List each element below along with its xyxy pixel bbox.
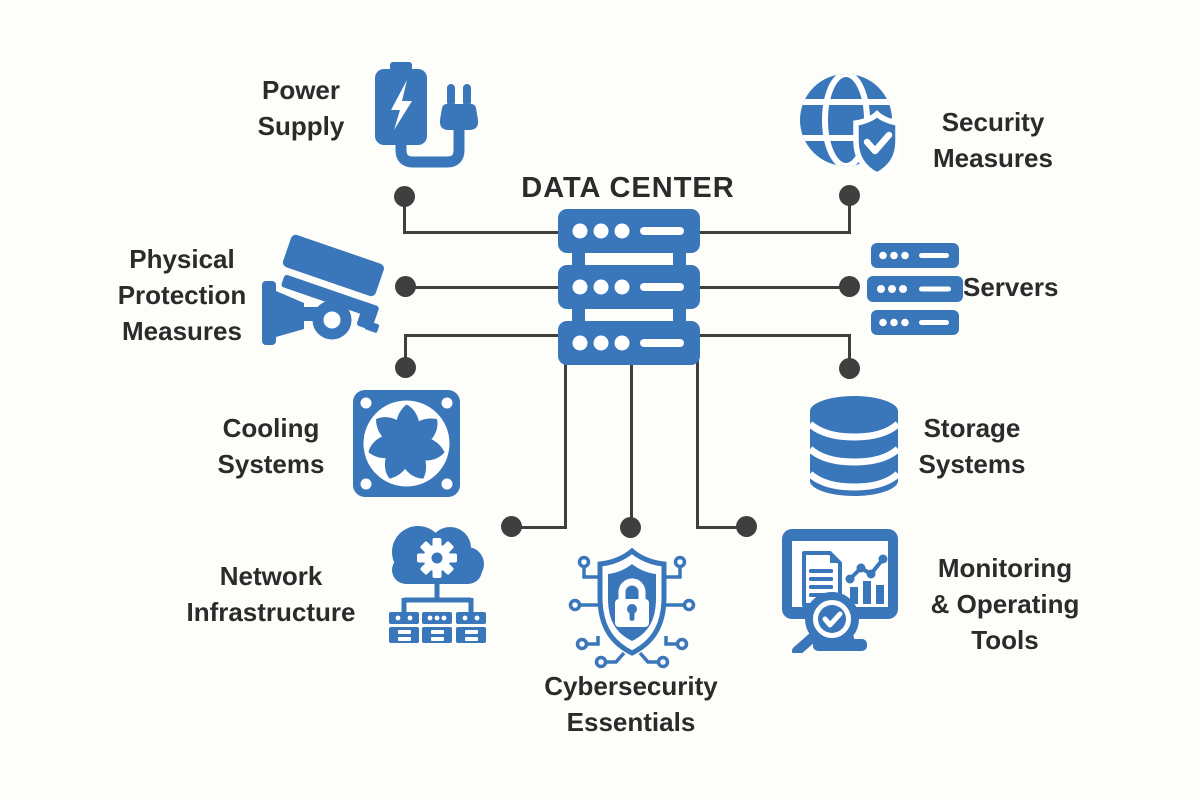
globe-shield-icon	[800, 74, 901, 178]
connector-line	[696, 526, 749, 529]
label-physical-protection: Physical Protection Measures	[82, 241, 282, 349]
label-line: Cybersecurity	[544, 671, 718, 701]
connector-line	[848, 200, 851, 234]
label-power-supply: Power Supply	[211, 72, 391, 144]
connector-dot	[839, 358, 860, 379]
connector-line	[405, 286, 561, 289]
label-line: Infrastructure	[186, 597, 356, 627]
shield-lock-icon	[568, 547, 696, 669]
connector-line	[848, 334, 851, 369]
label-line: Security	[941, 107, 1045, 137]
label-line: Protection	[117, 280, 247, 310]
label-line: Storage	[923, 413, 1021, 443]
connector-line	[404, 334, 561, 337]
diagram-title: DATA CENTER	[521, 172, 735, 204]
label-line: Systems	[918, 449, 1026, 479]
label-line: Network	[219, 561, 323, 591]
label-cybersecurity-essentials: Cybersecurity Essentials	[501, 668, 761, 740]
label-network-infrastructure: Network Infrastructure	[151, 558, 391, 630]
label-line: Power	[261, 75, 341, 105]
connector-line	[699, 286, 852, 289]
label-monitoring-tools: Monitoring & Operating Tools	[895, 550, 1115, 658]
connector-line	[696, 360, 699, 528]
connector-line	[699, 334, 851, 337]
connector-line	[564, 360, 567, 528]
connector-line	[511, 526, 567, 529]
label-cooling-systems: Cooling Systems	[181, 410, 361, 482]
connector-dot	[620, 517, 641, 538]
connector-line	[403, 231, 561, 234]
battery-plug-icon	[375, 62, 479, 168]
label-line: Measures	[122, 316, 242, 346]
label-line: Essentials	[566, 707, 696, 737]
label-line: Monitoring	[937, 553, 1073, 583]
monitor-analytics-icon	[782, 529, 898, 653]
label-line: Measures	[933, 143, 1053, 173]
connector-dot	[736, 516, 757, 537]
connector-dot	[839, 185, 860, 206]
connector-line	[404, 334, 407, 368]
database-icon	[810, 396, 898, 496]
label-line: Physical	[129, 244, 235, 274]
label-storage-systems: Storage Systems	[882, 410, 1062, 482]
cctv-camera-icon	[262, 234, 384, 345]
label-security-measures: Security Measures	[903, 104, 1083, 176]
server-rack-icon	[558, 209, 700, 365]
connector-dot	[394, 186, 415, 207]
connector-line	[699, 231, 851, 234]
connector-dot	[501, 516, 522, 537]
connector-dot	[395, 276, 416, 297]
server-stack-icon	[867, 243, 963, 335]
label-line: & Operating	[930, 589, 1080, 619]
connector-dot	[839, 276, 860, 297]
connector-line	[630, 360, 633, 527]
label-line: Servers	[963, 272, 1059, 302]
cloud-network-icon	[389, 526, 486, 643]
connector-line	[403, 200, 406, 234]
label-line: Systems	[217, 449, 325, 479]
label-line: Tools	[971, 625, 1039, 655]
cooling-fan-icon	[353, 390, 460, 497]
label-line: Supply	[257, 111, 345, 141]
connector-dot	[395, 357, 416, 378]
label-servers: Servers	[963, 269, 1103, 305]
label-line: Cooling	[222, 413, 320, 443]
